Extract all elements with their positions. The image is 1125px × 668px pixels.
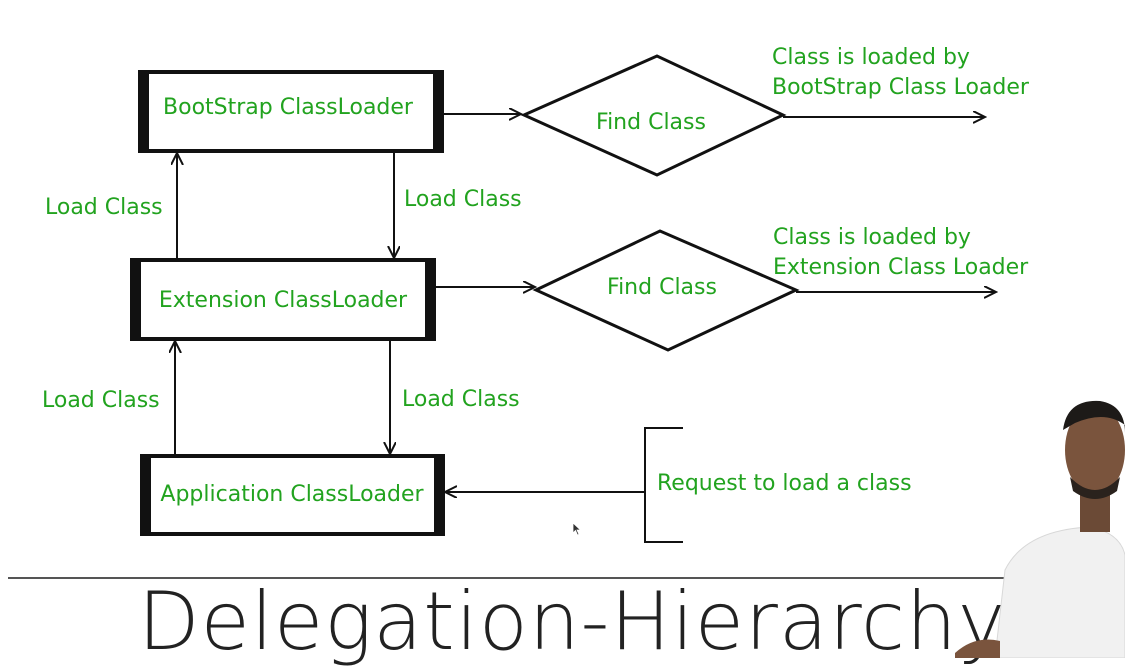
load-class-up-label-1: Load Class [45,195,163,220]
outcome-extension-line1: Class is loaded by [773,225,971,250]
request-label: Request to load a class [657,471,912,496]
load-class-up-label-2: Load Class [42,388,160,413]
request-bracket [644,427,683,543]
find-class-decision-2: Find Class [532,229,800,352]
bootstrap-loader-label: BootStrap ClassLoader [163,95,414,120]
application-loader-label: Application ClassLoader [160,482,424,507]
find-class-label-1: Find Class [596,110,706,135]
find-class-decision-1: Find Class [520,54,787,177]
find-class-label-2: Find Class [607,275,717,300]
extension-loader-label: Extension ClassLoader [159,288,408,313]
arrows [175,114,995,543]
extension-loader-node: Extension ClassLoader [130,258,436,341]
outcome-bootstrap-line2: BootStrap Class Loader [772,75,1030,100]
load-class-down-label-1: Load Class [404,187,522,212]
bootstrap-loader-node: BootStrap ClassLoader [138,70,444,153]
outcome-bootstrap-line1: Class is loaded by [772,45,970,70]
outcome-extension-line2: Extension Class Loader [773,255,1029,280]
presenter-avatar [955,400,1125,658]
page-title: Delegation-Hierarchy [138,575,1007,668]
mouse-cursor-icon [572,522,582,536]
title-divider [8,577,1008,579]
load-class-down-label-2: Load Class [402,387,520,412]
application-loader-node: Application ClassLoader [140,454,445,536]
